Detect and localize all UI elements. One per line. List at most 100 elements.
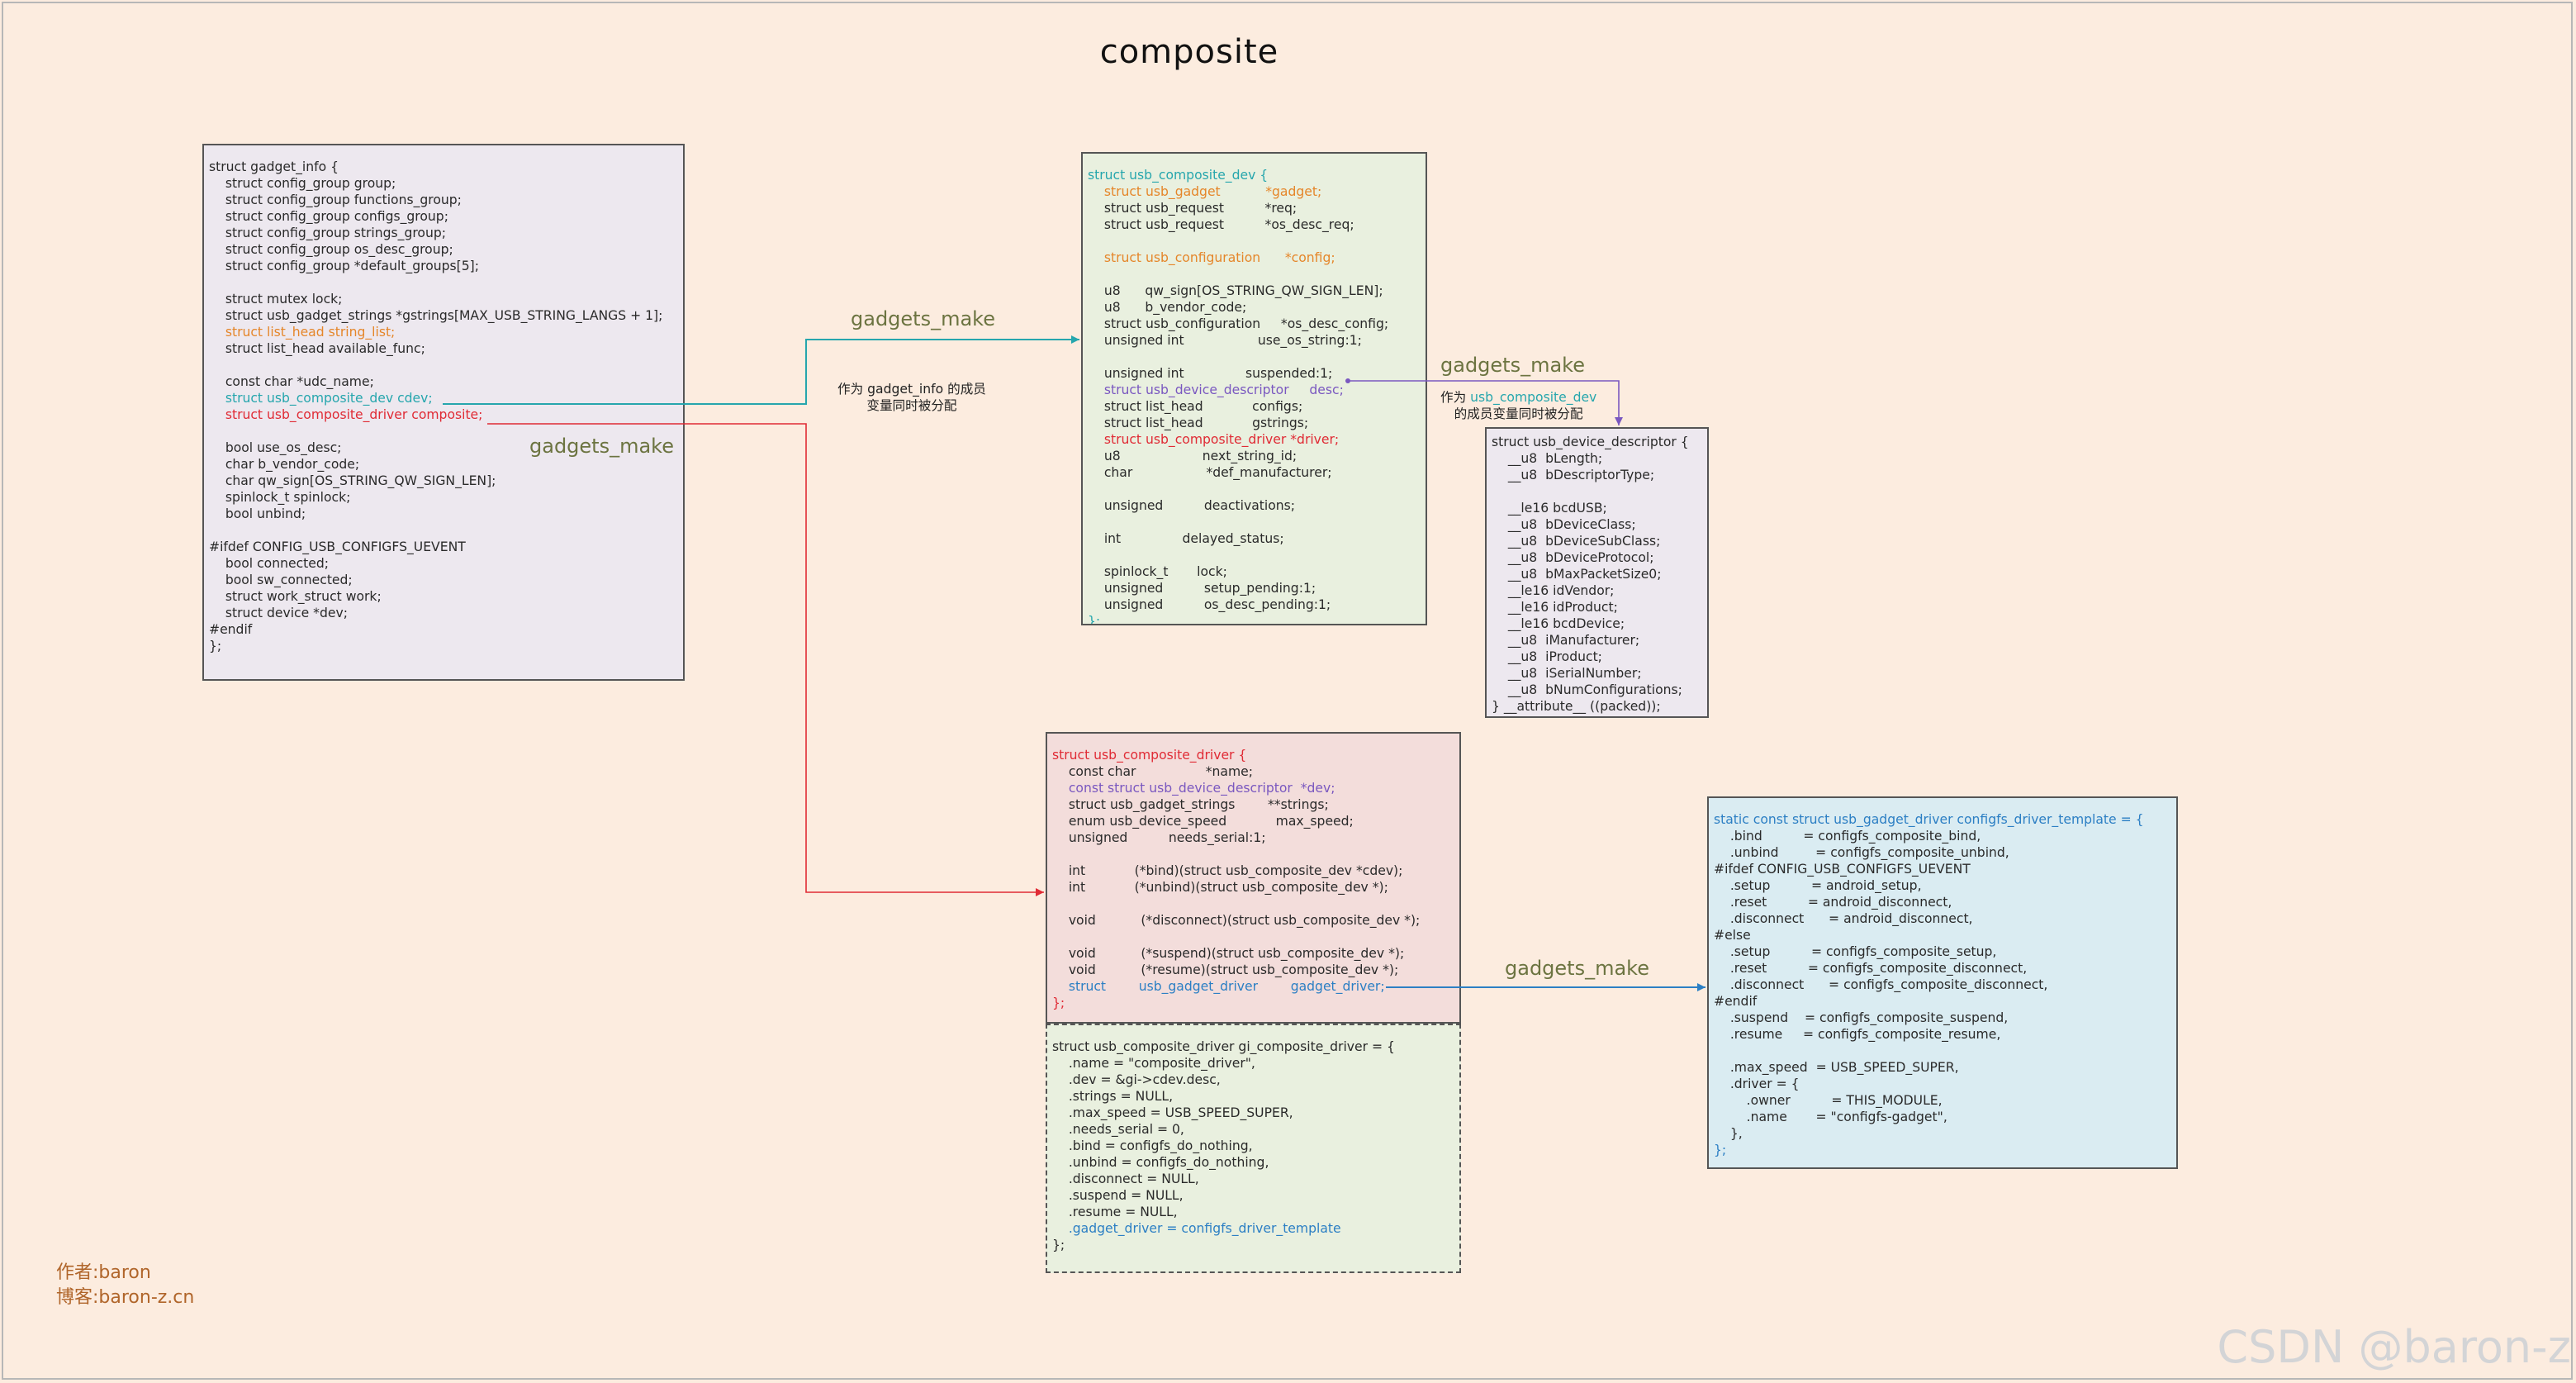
note-line: 变量同时被分配 (866, 398, 957, 413)
code-line: unsigned deactivations; (1088, 498, 1295, 513)
code-line: struct usb_composite_driver *driver; (1088, 432, 1340, 447)
code-line: .disconnect = NULL, (1052, 1172, 1199, 1186)
code-line: } __attribute__ ((packed)); (1492, 699, 1661, 714)
code-line: #else (1714, 928, 1751, 943)
code-line: spinlock_t lock; (1088, 564, 1227, 579)
code-line: struct device *dev; (209, 606, 348, 620)
code-line: bool sw_connected; (209, 573, 353, 587)
code-line: struct config_group configs_group; (209, 209, 448, 224)
code-line: __le16 idProduct; (1492, 600, 1618, 615)
code-line: .reset = configfs_composite_disconnect, (1714, 961, 2028, 976)
code-line: __u8 bLength; (1492, 451, 1603, 466)
code-line: int (*unbind)(struct usb_composite_dev *… (1052, 880, 1388, 895)
code-line: .setup = configfs_composite_setup, (1714, 944, 1997, 959)
edge-desc-origin-dot (1345, 378, 1350, 383)
code-line: struct config_group *default_groups[5]; (209, 259, 479, 273)
code-line: #endif (209, 622, 253, 637)
code-line: struct usb_composite_dev { (1088, 168, 1269, 183)
code-line: __u8 iSerialNumber; (1492, 666, 1642, 681)
code-line: __u8 bDeviceSubClass; (1492, 534, 1661, 549)
code-line: }; (1052, 996, 1065, 1010)
code-line: const struct usb_device_descriptor *dev; (1052, 781, 1335, 796)
note-line: 的成员变量同时被分配 (1454, 406, 1583, 421)
code-line: __u8 iManufacturer; (1492, 633, 1640, 648)
code-line: struct usb_composite_dev cdev; (209, 391, 433, 406)
code-line: struct config_group functions_group; (209, 192, 462, 207)
code-line: bool unbind; (209, 506, 306, 521)
node-usb-composite-driver: struct usb_composite_driver { const char… (1046, 732, 1461, 1024)
code-line: void (*disconnect)(struct usb_composite_… (1052, 913, 1421, 928)
code-line: struct config_group group; (209, 176, 396, 191)
code-line: .dev = &gi->cdev.desc, (1052, 1072, 1221, 1087)
code-line: unsigned os_desc_pending:1; (1088, 597, 1331, 612)
edge-desc-to-device-descriptor (1348, 380, 1623, 425)
code-line: __u8 iProduct; (1492, 649, 1602, 664)
code-line: struct list_head gstrings; (1088, 416, 1309, 430)
diagram-title: composite (1099, 33, 1279, 71)
code-line: }; (1714, 1143, 1727, 1157)
code-line: __le16 idVendor; (1492, 583, 1615, 598)
code-line: }; (209, 639, 222, 653)
code-line: struct gadget_info { (209, 159, 339, 174)
code-line: __le16 bcdUSB; (1492, 501, 1607, 516)
code-line: .strings = NULL, (1052, 1089, 1174, 1104)
code-line: .resume = configfs_composite_resume, (1714, 1027, 2001, 1042)
code-line: struct config_group strings_group; (209, 226, 446, 240)
code-line: struct usb_composite_driver { (1052, 748, 1247, 763)
code-line: int delayed_status; (1088, 531, 1284, 546)
note-prefix: 作为 (1440, 390, 1471, 405)
author-blog: 博客:baron-z.cn (56, 1287, 195, 1308)
code-line: void (*suspend)(struct usb_composite_dev… (1052, 946, 1405, 961)
code-line: struct work_struct work; (209, 589, 382, 604)
note-composite-dev-member: 作为 usb_composite_dev 的成员变量同时被分配 (1440, 389, 1596, 422)
edge-label-gadgets-make: gadgets_make (851, 307, 995, 330)
code-line: }, (1714, 1126, 1743, 1141)
code-line: .max_speed = USB_SPEED_SUPER, (1714, 1060, 1959, 1075)
code-line: struct usb_request *req; (1088, 201, 1297, 216)
code-line: unsigned setup_pending:1; (1088, 581, 1316, 596)
edge-label-gadgets-make: gadgets_make (1505, 957, 1649, 980)
watermark: CSDN @baron-z (2217, 1321, 2571, 1373)
code-line: .setup = android_setup, (1714, 878, 1922, 893)
code-line: .unbind = configfs_do_nothing, (1052, 1155, 1269, 1170)
code-line: struct usb_configuration *os_desc_config… (1088, 316, 1389, 331)
note-line: 作为 gadget_info 的成员 (837, 382, 986, 397)
node-gadget-info: struct gadget_info { struct config_group… (202, 144, 685, 681)
code-line: struct usb_gadget *gadget; (1088, 184, 1322, 199)
edge-label-gadgets-make: gadgets_make (529, 435, 674, 458)
code-line: struct usb_gadget_driver gadget_driver; (1052, 979, 1385, 994)
code-line: struct usb_device_descriptor desc; (1088, 383, 1344, 397)
code-line: __u8 bDeviceProtocol; (1492, 550, 1654, 565)
edge-cdev-to-composite-dev (443, 335, 1079, 405)
edge-composite-to-composite-driver (487, 423, 1044, 896)
code-line: struct usb_composite_driver gi_composite… (1052, 1039, 1395, 1054)
note-gadget-info-member: 作为 gadget_info 的成员 变量同时被分配 (837, 381, 986, 414)
code-line: .suspend = NULL, (1052, 1188, 1184, 1203)
code-line: void (*resume)(struct usb_composite_dev … (1052, 962, 1399, 977)
code-line: struct usb_device_descriptor { (1492, 435, 1689, 449)
code-line: struct usb_request *os_desc_req; (1088, 217, 1354, 232)
code-line: struct usb_gadget_strings **strings; (1052, 797, 1329, 812)
code-line: enum usb_device_speed max_speed; (1052, 814, 1354, 829)
code-line: #endif (1714, 994, 1758, 1009)
code-line: struct usb_composite_driver composite; (209, 407, 483, 422)
code-line: __le16 bcdDevice; (1492, 616, 1625, 631)
code-line: struct list_head available_func; (209, 341, 425, 356)
code-line: .suspend = configfs_composite_suspend, (1714, 1010, 2009, 1025)
code-line: struct mutex lock; (209, 292, 343, 307)
code-line: .unbind = configfs_composite_unbind, (1714, 845, 2009, 860)
code-line: struct list_head string_list; (209, 325, 396, 340)
code-line: unsigned int use_os_string:1; (1088, 333, 1362, 348)
code-line: .disconnect = configfs_composite_disconn… (1714, 977, 2048, 992)
code-line: const char *name; (1052, 764, 1253, 779)
code-line: struct config_group os_desc_group; (209, 242, 453, 257)
node-configfs-driver-template: static const struct usb_gadget_driver co… (1707, 796, 2178, 1169)
code-line: .bind = configfs_do_nothing, (1052, 1138, 1253, 1153)
code-line: struct list_head configs; (1088, 399, 1303, 414)
code-line: static const struct usb_gadget_driver co… (1714, 812, 2144, 827)
code-line: struct usb_gadget_strings *gstrings[MAX_… (209, 308, 663, 323)
code-line: }; (1052, 1238, 1065, 1252)
code-line: .max_speed = USB_SPEED_SUPER, (1052, 1105, 1293, 1120)
code-line: .owner = THIS_MODULE, (1714, 1093, 1943, 1108)
